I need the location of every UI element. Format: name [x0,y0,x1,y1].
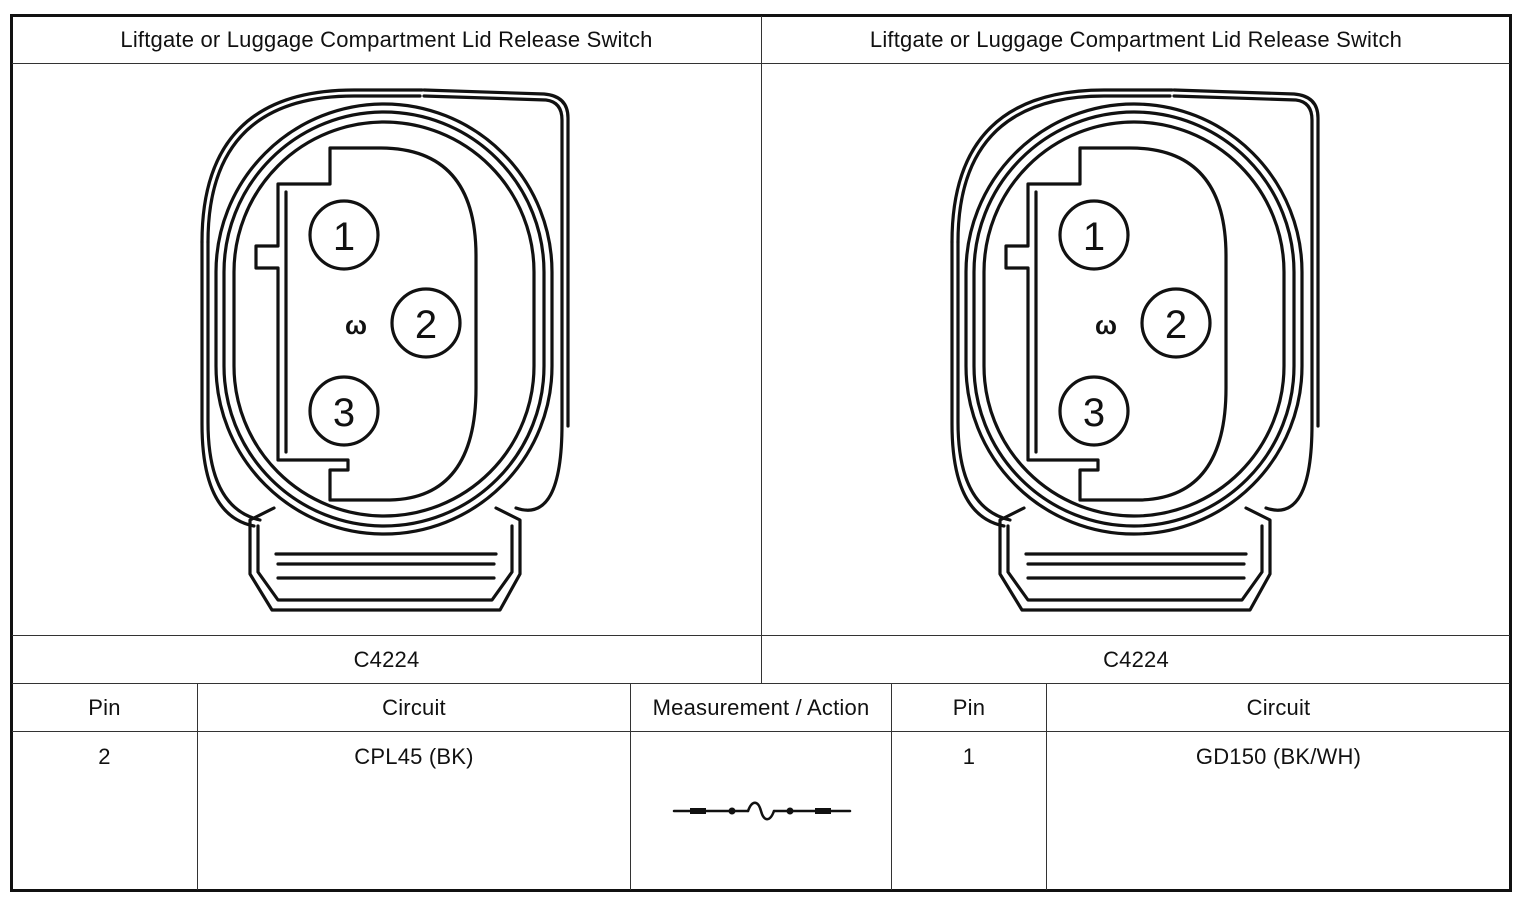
table-header-divider [12,731,1510,732]
connector-latch-tab [248,506,522,612]
connector-terminal-cavity-outline [1004,146,1228,502]
col-divider-2 [630,683,631,890]
pin-1-label: 1 [1083,215,1105,259]
pin-1-label: 1 [333,215,355,259]
connector-chart-frame [10,14,1512,892]
connector-outer-seal [214,102,554,536]
connector-outer-seal [964,102,1304,536]
cavity-key-mark: ω [345,310,367,340]
left-connector-id: C4224 [353,646,420,672]
pin-3-terminal: 3 [1058,375,1130,447]
pin-3-label: 3 [1083,391,1105,435]
table-cell-pin-a: 2 [98,744,111,769]
connector-latch-tab [998,506,1272,612]
continuity-fuse-symbol-icon [672,801,852,821]
connector-housing-shell [200,88,570,528]
connector-housing-shell [950,88,1320,528]
pin-2-terminal: 2 [1140,287,1212,359]
pin-2-terminal: 2 [390,287,462,359]
pin-3-label: 3 [333,391,355,435]
col-divider-4 [1046,683,1047,890]
left-connector-title: Liftgate or Luggage Compartment Lid Rele… [120,26,653,52]
table-header-circuit-b: Circuit [1246,694,1311,720]
left-connector-face-diagram: 1 2 3 ω [200,88,570,612]
col-divider-1 [197,683,198,890]
right-connector-id: C4224 [1103,646,1169,672]
cavity-key-mark: ω [1095,310,1117,340]
right-connector-title: Liftgate or Luggage Compartment Lid Rele… [869,26,1403,52]
pin-2-label: 2 [1165,303,1187,347]
pin-2-label: 2 [415,303,437,347]
table-cell-pin-b: 1 [962,744,976,769]
table-header-pin-b: Pin [952,694,986,720]
pin-3-terminal: 3 [308,375,380,447]
pin-1-terminal: 1 [1058,199,1130,271]
col-divider-3 [891,683,892,890]
table-header-measurement: Measurement / Action [652,694,870,720]
table-header-pin-a: Pin [88,694,121,720]
pin-1-terminal: 1 [308,199,380,271]
table-cell-circuit-b: GD150 (BK/WH) [1195,744,1362,769]
center-divider [761,16,762,684]
right-connector-face-diagram: 1 2 3 ω [950,88,1320,612]
table-cell-circuit-a: CPL45 (BK) [354,744,474,769]
table-header-circuit-a: Circuit [382,694,446,720]
connector-terminal-cavity-outline [254,146,478,502]
